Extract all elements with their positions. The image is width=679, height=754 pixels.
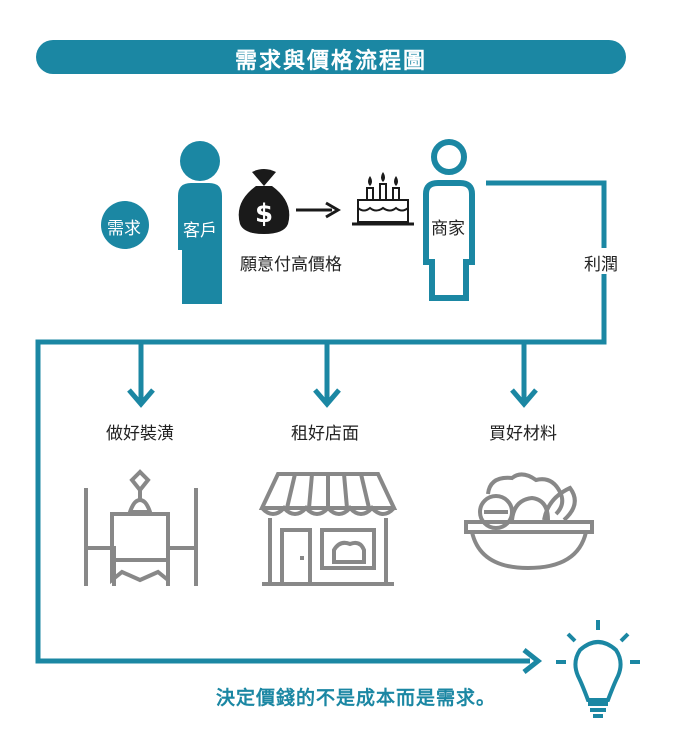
conclusion-text: 決定價錢的不是成本而是需求。 [216, 687, 497, 709]
merchant-figure-icon [423, 139, 475, 301]
dining-table-icon [84, 469, 198, 586]
demand-circle [101, 201, 149, 249]
cake-icon [352, 172, 414, 226]
money-bag-icon: $ [238, 169, 290, 234]
branch-label-storefront: 租好店面 [291, 424, 359, 444]
svg-text:$: $ [255, 199, 273, 229]
branch-label-decoration: 做好裝潢 [106, 424, 174, 444]
branch-arrowhead-storefront [313, 388, 341, 408]
branch-label-materials: 買好材料 [489, 424, 557, 444]
profit-label: 利潤 [584, 255, 618, 275]
conclusion-arrowhead [522, 648, 543, 674]
branch-arrowhead-materials [510, 388, 538, 408]
customer-label: 客戶 [183, 221, 217, 241]
profit-flow-line [35, 180, 607, 664]
demand-label: 需求 [107, 219, 141, 239]
willing-to-pay-label: 願意付高價格 [240, 255, 342, 275]
arrow-right-icon [296, 201, 341, 219]
page-title: 需求與價格流程圖 [234, 48, 427, 74]
customer-figure-icon [178, 141, 222, 304]
profit-label-bg [578, 248, 630, 274]
branch-arrowhead-decoration [127, 388, 155, 408]
merchant-label: 商家 [431, 219, 465, 239]
storefront-icon [258, 472, 398, 586]
salad-bowl-icon [464, 472, 594, 571]
title-banner: 需求與價格流程圖 [36, 40, 626, 74]
light-bulb-icon [556, 620, 640, 718]
